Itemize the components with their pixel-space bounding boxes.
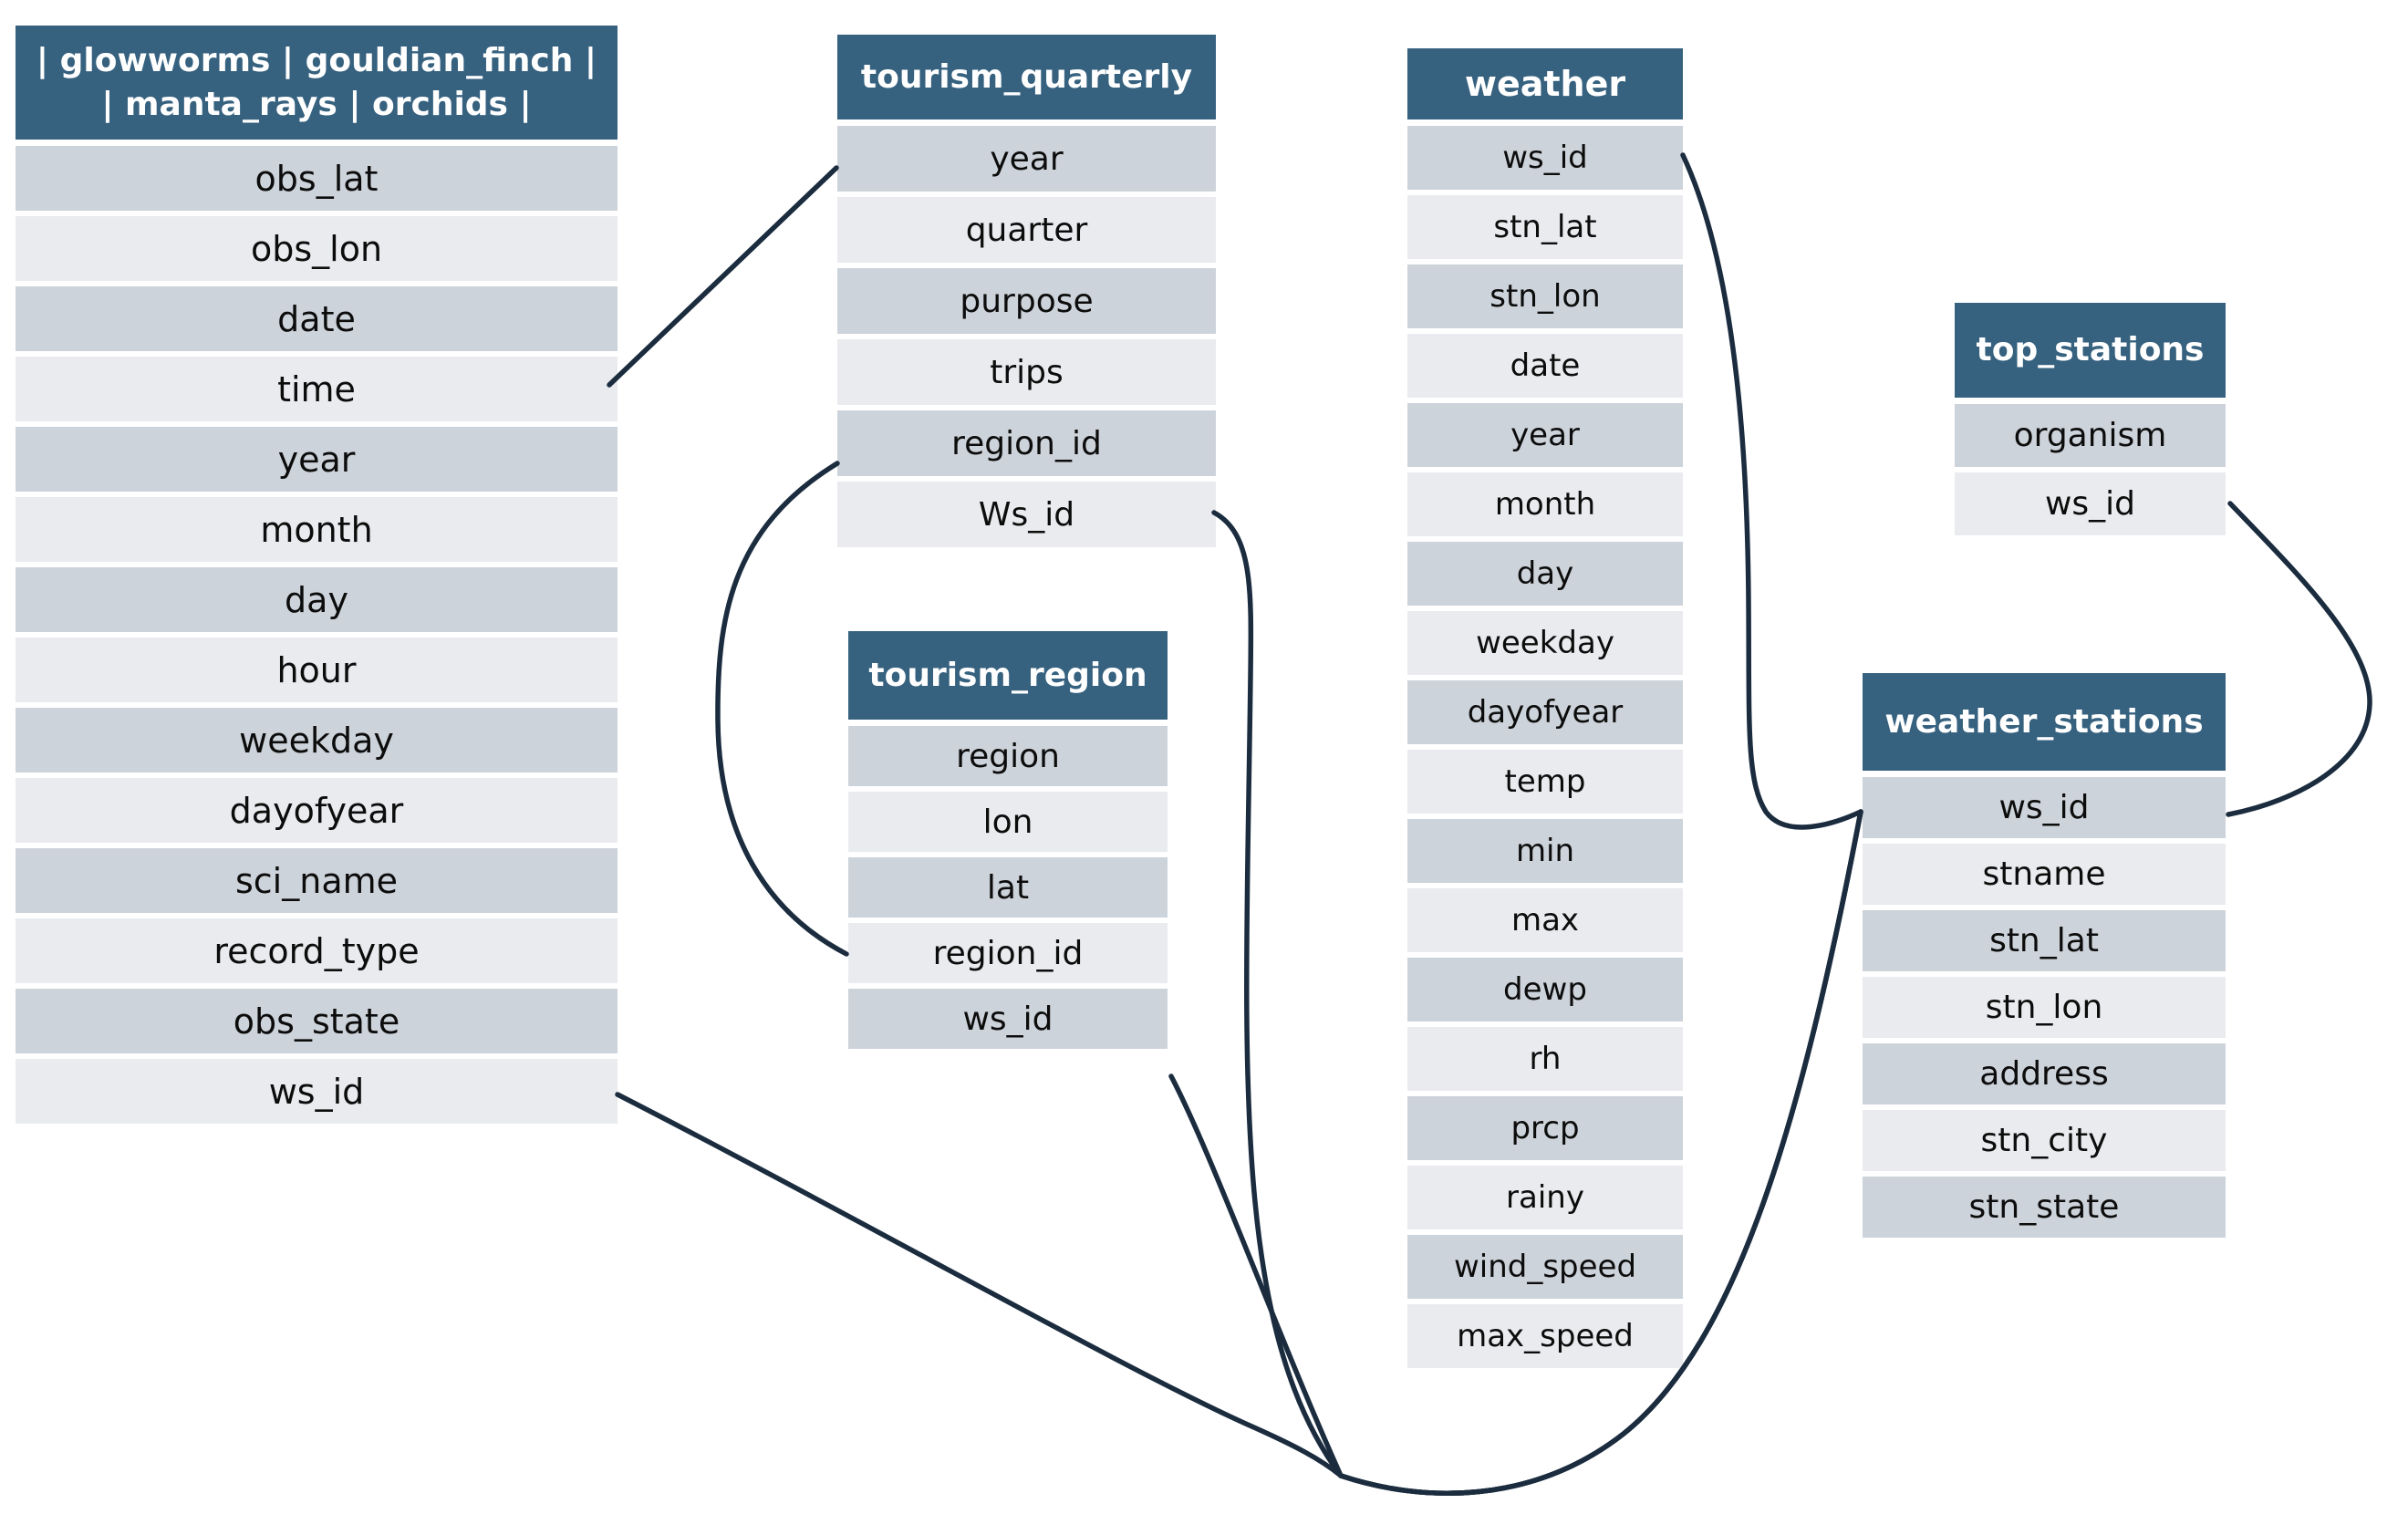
table-header-weather-stations: weather_stations (1863, 673, 2226, 777)
table-header-tourism-region: tourism_region (848, 631, 1168, 726)
field-row: lat (848, 857, 1168, 923)
field-row: organism (1955, 404, 2226, 472)
table-title-line1: | glowworms | gouldian_finch | (36, 41, 597, 79)
field-row: ws_id (1407, 126, 1683, 195)
relation-tourism-quarterly-region-id-to-tourism-region-region-id (715, 461, 849, 957)
field-row: dewp (1407, 958, 1683, 1027)
field-row: purpose (837, 268, 1216, 339)
field-row: stn_state (1863, 1177, 2226, 1243)
field-row: stname (1863, 844, 2226, 910)
field-row: trips (837, 339, 1216, 410)
field-row: ws_id (848, 989, 1168, 1054)
field-row: address (1863, 1043, 2226, 1110)
table-header-tourism-quarterly: tourism_quarterly (837, 35, 1216, 126)
field-row: date (1407, 334, 1683, 403)
field-row: stn_city (1863, 1110, 2226, 1177)
field-row: date (16, 286, 618, 357)
field-row: stn_lon (1863, 977, 2226, 1043)
field-row: prcp (1407, 1096, 1683, 1166)
field-row: min (1407, 819, 1683, 888)
table-header-top-stations: top_stations (1955, 303, 2226, 404)
table-title-line2: | manta_rays | orchids | (101, 85, 532, 123)
field-row: year (16, 427, 618, 497)
field-row: dayofyear (16, 778, 618, 848)
field-row: rainy (1407, 1166, 1683, 1235)
relation-weather-ws-id-to-weather-stations-ws-id (1680, 152, 1863, 830)
field-row: lon (848, 792, 1168, 857)
field-row: day (16, 567, 618, 638)
relation-observations-time-to-tourism-quarterly-year (607, 165, 839, 388)
field-row: dayofyear (1407, 680, 1683, 750)
table-header-weather: weather (1407, 48, 1683, 126)
field-row: year (837, 126, 1216, 197)
field-row: ws_id (16, 1059, 618, 1129)
field-row: year (1407, 403, 1683, 472)
field-row: ws_id (1955, 472, 2226, 541)
field-row: ws_id (1863, 777, 2226, 844)
field-row: weekday (1407, 611, 1683, 680)
field-row: max (1407, 888, 1683, 958)
field-row: region_id (848, 923, 1168, 989)
field-row: wind_speed (1407, 1235, 1683, 1304)
field-row: obs_lat (16, 146, 618, 216)
field-row: stn_lat (1407, 195, 1683, 264)
field-row: stn_lat (1863, 910, 2226, 977)
field-row: quarter (837, 197, 1216, 268)
field-row: sci_name (16, 848, 618, 918)
field-row: month (1407, 472, 1683, 542)
field-row: max_speed (1407, 1304, 1683, 1374)
field-row: rh (1407, 1027, 1683, 1096)
field-row: Ws_id (837, 482, 1216, 553)
field-row: month (16, 497, 618, 567)
field-row: record_type (16, 918, 618, 989)
table-organism-observations: | glowworms | gouldian_finch | | manta_r… (16, 26, 618, 1129)
field-row: region (848, 726, 1168, 792)
table-header-organism-observations: | glowworms | gouldian_finch | | manta_r… (16, 26, 618, 146)
field-row: hour (16, 638, 618, 708)
field-row: time (16, 357, 618, 427)
field-row: obs_lon (16, 216, 618, 286)
field-row: weekday (16, 708, 618, 778)
field-row: temp (1407, 750, 1683, 819)
relation-top-stations-ws-id-to-weather-stations-ws-id (2226, 501, 2372, 817)
field-row: day (1407, 542, 1683, 611)
field-row: obs_state (16, 989, 618, 1059)
field-row: region_id (837, 410, 1216, 482)
field-row: stn_lon (1407, 264, 1683, 334)
